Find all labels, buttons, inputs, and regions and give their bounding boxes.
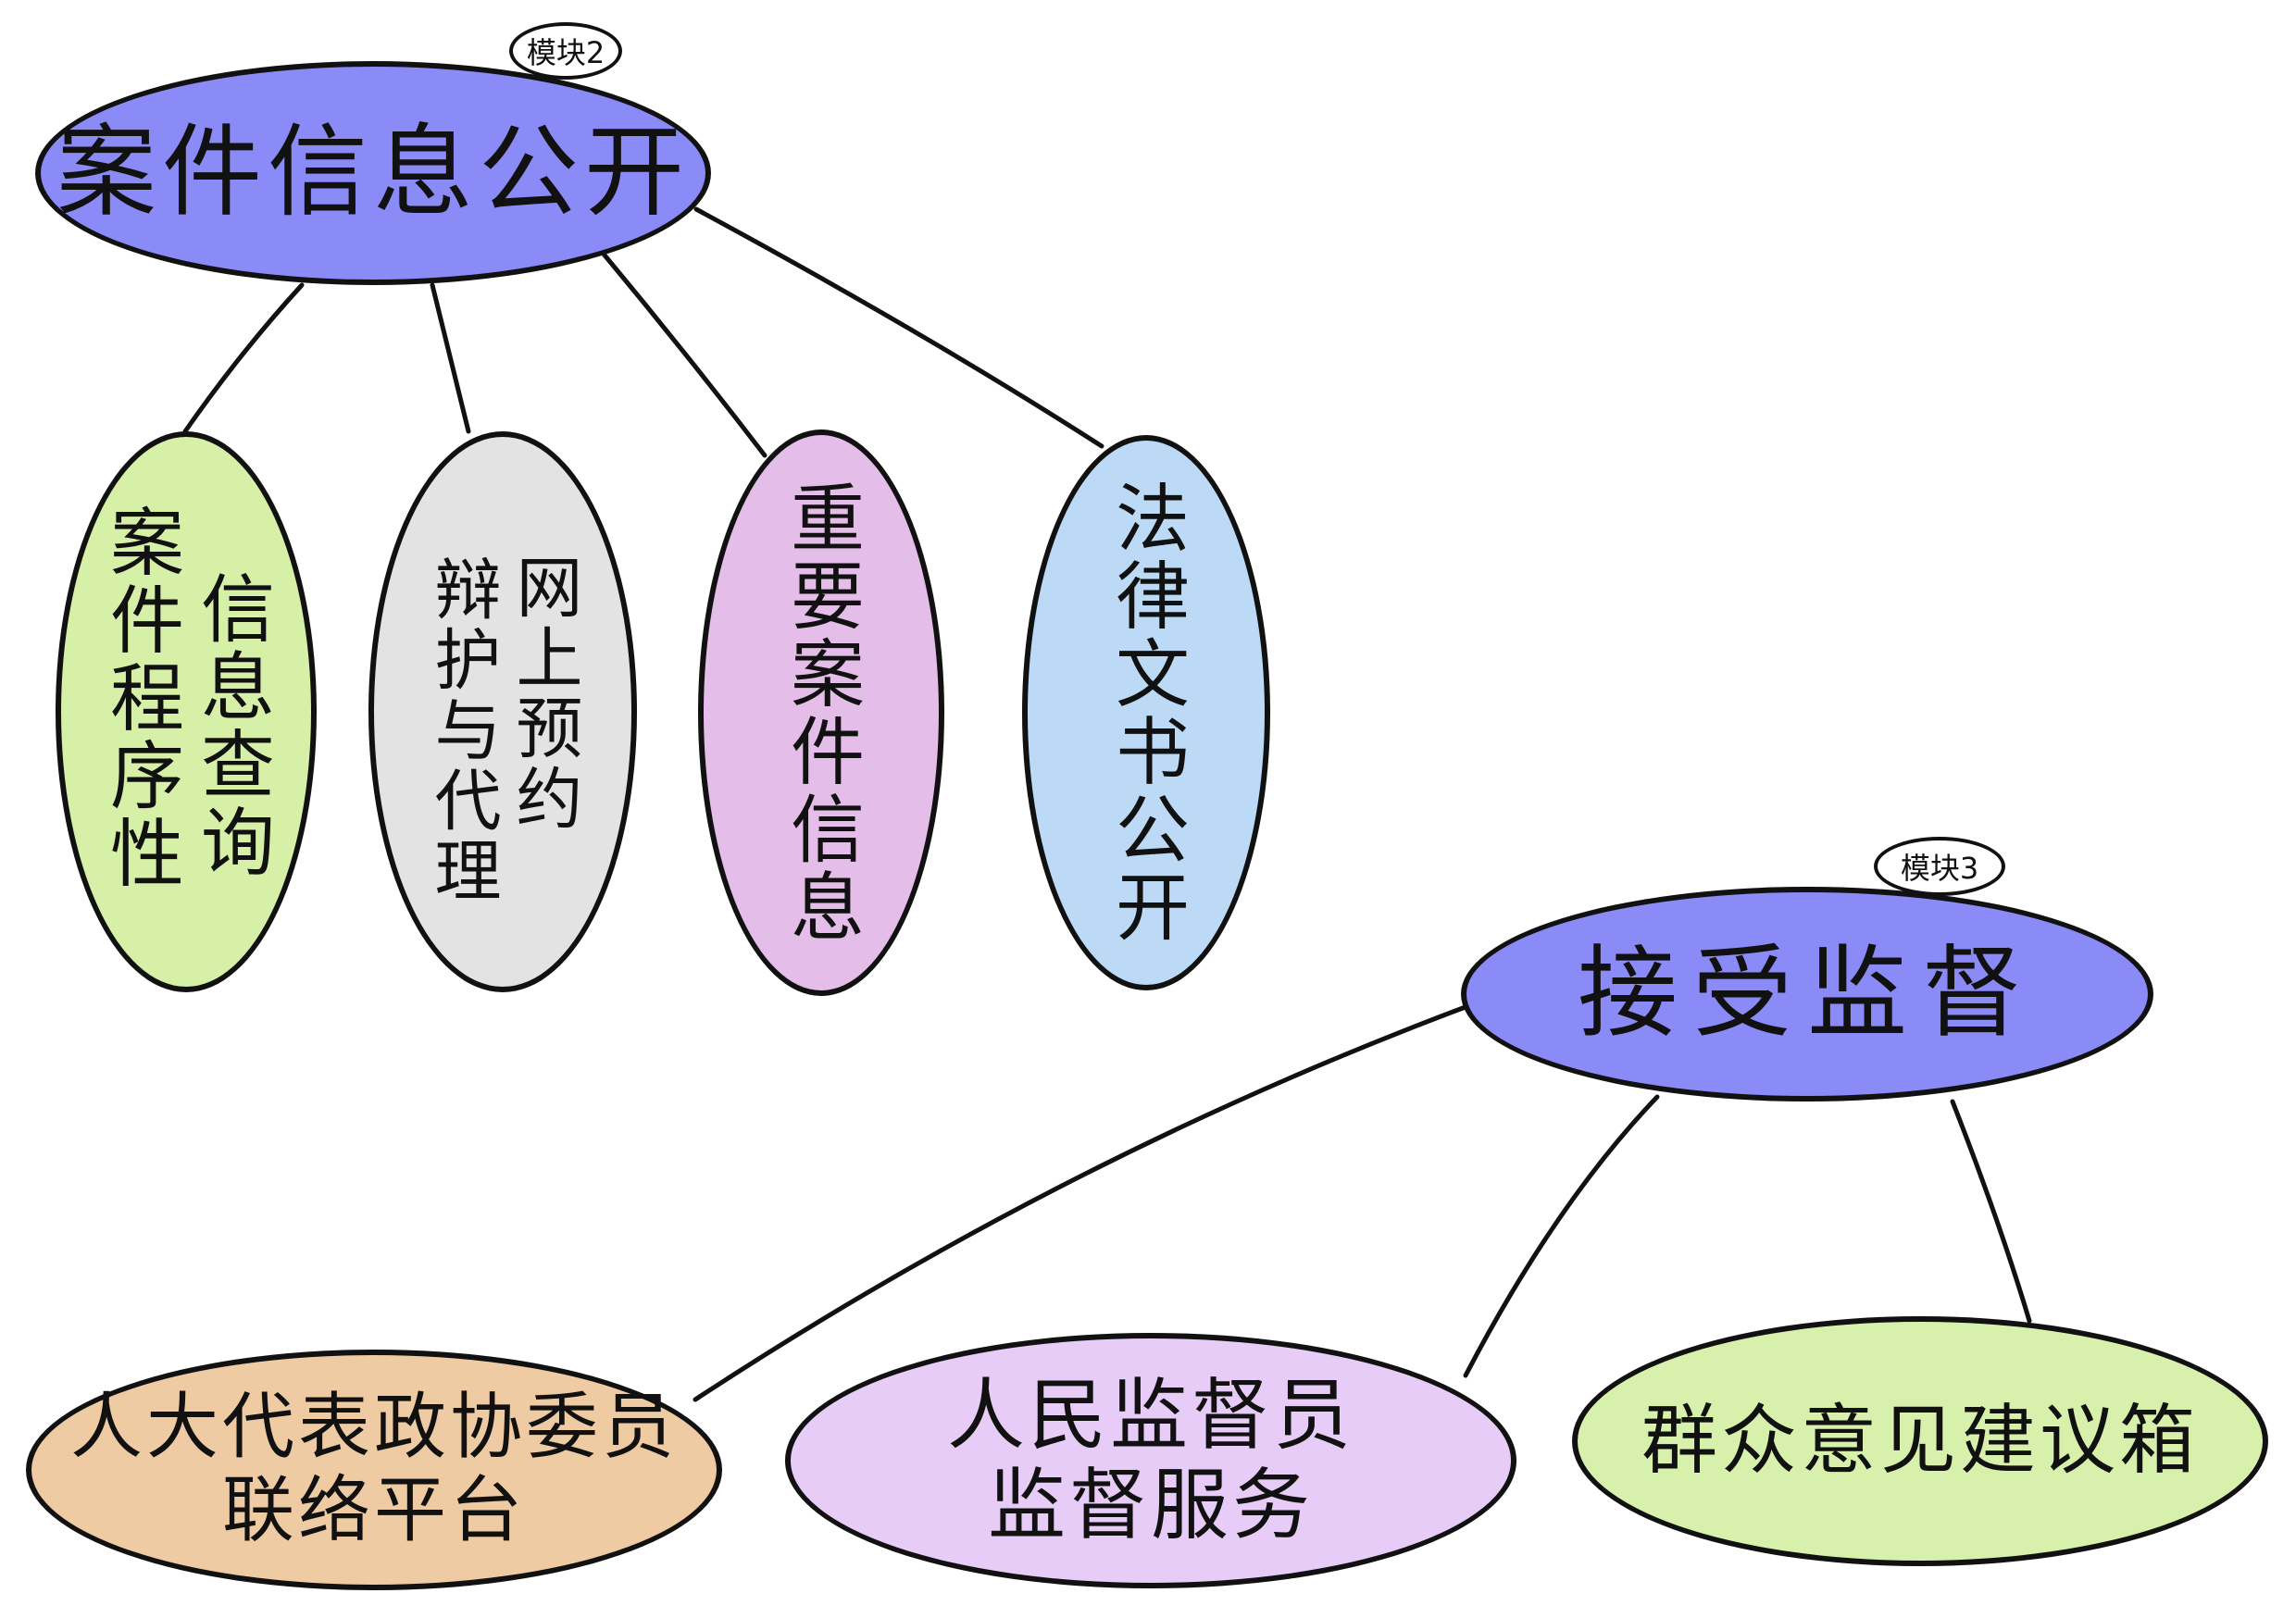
defense-right: 网上预约 xyxy=(505,553,582,834)
connector-npc xyxy=(693,1002,1473,1402)
connector-important xyxy=(599,249,767,458)
node-mailbox[interactable]: 群众意见建议箱 xyxy=(1572,1316,2268,1566)
supervisor-line2: 监督服务 xyxy=(987,1460,1314,1550)
defense-left: 辩护与代理 xyxy=(423,554,501,906)
module2-badge-label: 模块2 xyxy=(526,35,605,70)
node-case-query[interactable]: 案件程序性 信息查询 xyxy=(56,431,317,992)
case-query-right: 信息查询 xyxy=(189,570,275,881)
mailbox-label: 群众意见建议箱 xyxy=(1641,1396,2199,1485)
module3-badge: 模块3 xyxy=(1874,837,2005,896)
connector-legal-docs xyxy=(693,206,1104,449)
node-npc[interactable]: 人大代表政协委员 联络平台 xyxy=(26,1350,722,1590)
node-defense[interactable]: 辩护与代理 网上预约 xyxy=(368,431,637,992)
connector-mailbox xyxy=(1950,1099,2032,1324)
npc-line2: 联络平台 xyxy=(221,1469,526,1552)
module3-title-node[interactable]: 接受监督 xyxy=(1461,887,2153,1101)
module2-title-node[interactable]: 案件信息公开 xyxy=(35,61,711,285)
connector-supervisor xyxy=(1463,1094,1660,1378)
module3-title: 接受监督 xyxy=(1577,935,2037,1052)
connector-case-query xyxy=(182,282,305,434)
legal-docs-label: 法律文书公开 xyxy=(1104,479,1190,946)
case-query-left: 案件程序性 xyxy=(98,504,184,892)
module2-badge: 模块2 xyxy=(509,22,622,80)
node-important[interactable]: 重要案件信息 xyxy=(698,429,944,996)
supervisor-line1: 人民监督员 xyxy=(946,1370,1354,1462)
important-label: 重要案件信息 xyxy=(779,479,865,946)
module3-badge-label: 模块3 xyxy=(1900,851,1979,886)
node-supervisor[interactable]: 人民监督员 监督服务 xyxy=(785,1333,1516,1588)
npc-line1: 人大代表政协委员 xyxy=(69,1386,678,1470)
node-legal-docs[interactable]: 法律文书公开 xyxy=(1022,435,1270,990)
connector-defense xyxy=(430,282,471,434)
module2-title: 案件信息公开 xyxy=(56,114,690,230)
